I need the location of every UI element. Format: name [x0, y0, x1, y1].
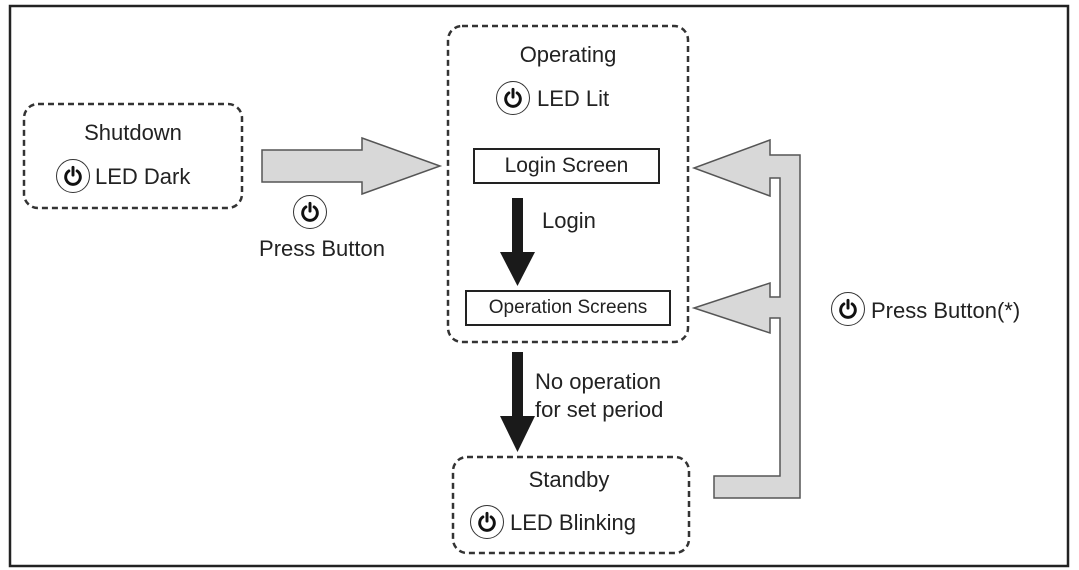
power-icon [56, 159, 90, 193]
idle-arrow [500, 352, 535, 452]
shutdown-title: Shutdown [84, 120, 182, 145]
power-icon [831, 292, 865, 326]
login-step-label: Login [542, 208, 596, 233]
power-icon [496, 81, 530, 115]
wake-label: Press Button(*) [871, 298, 1021, 323]
shutdown-led-label: LED Dark [95, 164, 191, 189]
standby-state-box [451, 455, 691, 555]
operating-title: Operating [519, 42, 617, 67]
power-icon [470, 505, 504, 539]
standby-title: Standby [528, 467, 610, 492]
power-on-arrow [261, 136, 443, 196]
shutdown-state-box [22, 102, 244, 210]
login-arrow [500, 198, 535, 286]
idle-label-line1: No operation [535, 369, 661, 394]
operating-led-label: LED Lit [537, 86, 610, 111]
login-screen-box: Login Screen [473, 148, 660, 184]
diagram-frame [8, 4, 1070, 568]
power-icon [293, 195, 327, 229]
idle-label-line2: for set period [535, 397, 664, 422]
power-on-label: Press Button [259, 236, 385, 261]
standby-led-label: LED Blinking [510, 510, 636, 535]
operating-state-box [446, 24, 690, 344]
wake-return-arrow [691, 138, 801, 499]
operation-screens-box: Operation Screens [465, 290, 671, 326]
